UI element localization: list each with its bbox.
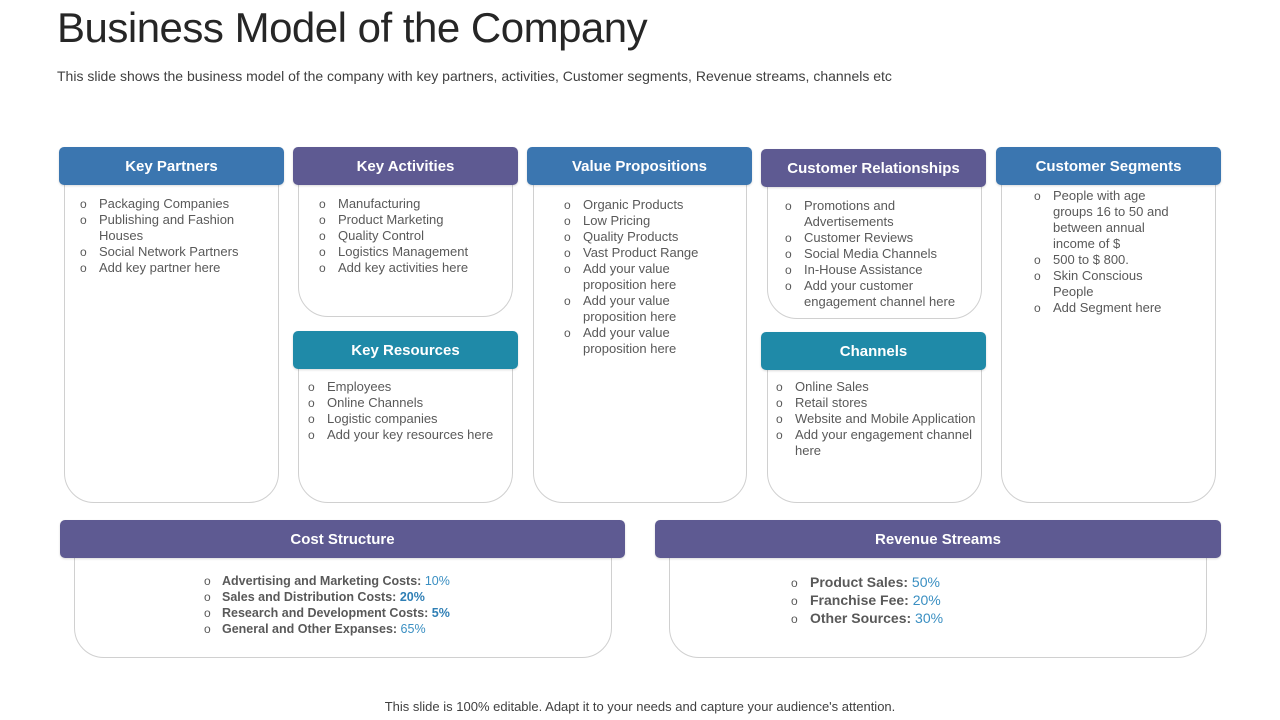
cost-value: 10% (424, 574, 450, 588)
list-item: Employees (308, 379, 508, 395)
customer-relationships-header: Customer Relationships (761, 149, 986, 187)
revenue-value: 20% (912, 592, 941, 608)
list-item: Product Sales: 50% (791, 573, 943, 592)
list-item: Skin Conscious People (1034, 268, 1184, 300)
list-item: Packaging Companies (80, 196, 265, 212)
cost-structure-header: Cost Structure (60, 520, 625, 558)
list-item: Add your customer engagement channel her… (785, 278, 970, 310)
key-activities-list: Manufacturing Product Marketing Quality … (319, 196, 504, 276)
list-item: People with age groups 16 to 50 and betw… (1034, 188, 1184, 252)
list-item: Customer Reviews (785, 230, 970, 246)
cost-value: 65% (400, 622, 426, 636)
cost-value: 20% (399, 590, 425, 604)
cost-value: 5% (431, 606, 450, 620)
list-item: Quality Products (564, 229, 724, 245)
list-item: Social Media Channels (785, 246, 970, 262)
list-item: Franchise Fee: 20% (791, 591, 943, 610)
revenue-streams-header: Revenue Streams (655, 520, 1221, 558)
channels-header: Channels (761, 332, 986, 370)
list-item: Logistics Management (319, 244, 504, 260)
key-partners-list: Packaging Companies Publishing and Fashi… (80, 196, 265, 276)
list-item: Sales and Distribution Costs: 20% (204, 589, 450, 605)
key-resources-list: Employees Online Channels Logistic compa… (308, 379, 508, 443)
list-item: Quality Control (319, 228, 504, 244)
list-item: Online Channels (308, 395, 508, 411)
list-item: Social Network Partners (80, 244, 265, 260)
channels-list: Online Sales Retail stores Website and M… (776, 379, 976, 459)
list-item: Retail stores (776, 395, 976, 411)
list-item: Add your key resources here (308, 427, 508, 443)
list-item: Vast Product Range (564, 245, 724, 261)
list-item: Logistic companies (308, 411, 508, 427)
value-propositions-header: Value Propositions (527, 147, 752, 185)
cost-label: Research and Development Costs: (222, 606, 429, 620)
revenue-label: Product Sales: (810, 574, 909, 590)
cost-label: General and Other Expanses: (222, 622, 398, 636)
revenue-label: Other Sources: (810, 610, 912, 626)
key-resources-header: Key Resources (293, 331, 518, 369)
list-item: Research and Development Costs: 5% (204, 605, 450, 621)
list-item: Advertising and Marketing Costs: 10% (204, 573, 450, 589)
list-item: In-House Assistance (785, 262, 970, 278)
cost-label: Sales and Distribution Costs: (222, 590, 397, 604)
footer-note: This slide is 100% editable. Adapt it to… (384, 699, 896, 714)
list-item: Add key activities here (319, 260, 504, 276)
revenue-streams-list: Product Sales: 50% Franchise Fee: 20% Ot… (791, 573, 944, 628)
list-item: Online Sales (776, 379, 976, 395)
list-item: Add your value proposition here (564, 325, 724, 357)
revenue-value: 50% (911, 574, 940, 590)
list-item: Add key partner here (80, 260, 265, 276)
list-item: 500 to $ 800. (1034, 252, 1184, 268)
page-subtitle: This slide shows the business model of t… (57, 68, 892, 84)
list-item: General and Other Expanses: 65% (204, 621, 450, 637)
list-item: Low Pricing (564, 213, 724, 229)
key-activities-header: Key Activities (293, 147, 518, 185)
revenue-label: Franchise Fee: (810, 592, 909, 608)
list-item: Publishing and Fashion Houses (80, 212, 265, 244)
list-item: Other Sources: 30% (791, 609, 944, 628)
list-item: Promotions and Advertisements (785, 198, 970, 230)
list-item: Add your value proposition here (564, 293, 724, 325)
list-item: Website and Mobile Application (776, 411, 976, 427)
cost-structure-list: Advertising and Marketing Costs: 10% Sal… (204, 573, 450, 637)
key-partners-header: Key Partners (59, 147, 284, 185)
list-item: Add your value proposition here (564, 261, 724, 293)
list-item: Add Segment here (1034, 300, 1184, 316)
list-item: Product Marketing (319, 212, 504, 228)
list-item: Add your engagement channel here (776, 427, 976, 459)
customer-relationships-list: Promotions and Advertisements Customer R… (785, 198, 970, 310)
list-item: Organic Products (564, 197, 724, 213)
value-propositions-list: Organic Products Low Pricing Quality Pro… (564, 197, 724, 357)
list-item: Manufacturing (319, 196, 504, 212)
cost-label: Advertising and Marketing Costs: (222, 574, 422, 588)
revenue-value: 30% (915, 610, 944, 626)
page-title: Business Model of the Company (57, 4, 648, 51)
customer-segments-list: People with age groups 16 to 50 and betw… (1034, 188, 1184, 316)
customer-segments-header: Customer Segments (996, 147, 1221, 185)
